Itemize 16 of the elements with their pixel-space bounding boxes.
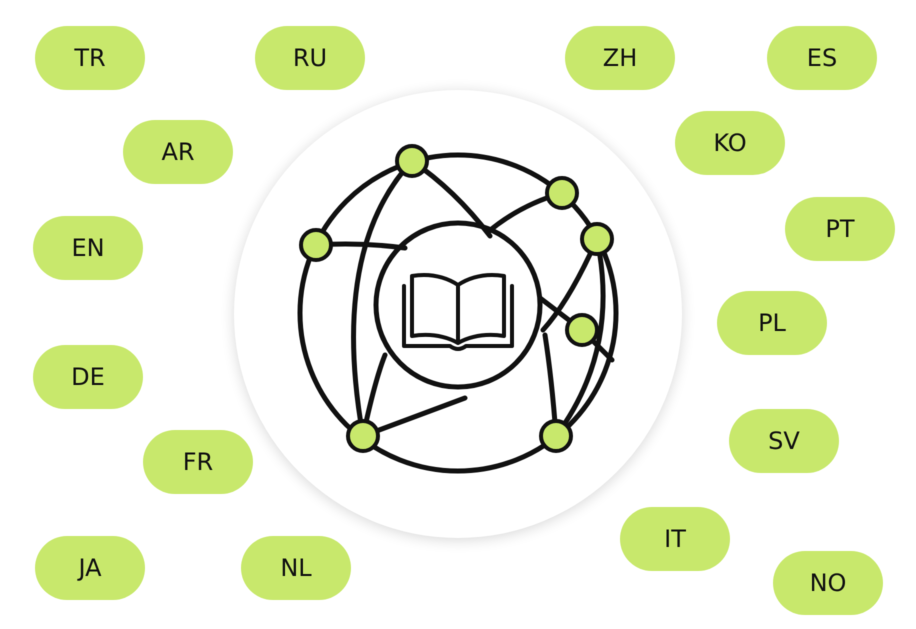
language-pill: RU <box>255 26 365 90</box>
language-pill: ZH <box>565 26 675 90</box>
language-pill: KO <box>675 111 785 175</box>
language-pill: EN <box>33 216 143 280</box>
language-pill: PT <box>785 197 895 261</box>
language-pill: JA <box>35 536 145 600</box>
language-pill: NO <box>773 551 883 615</box>
language-pill: PL <box>717 291 827 355</box>
language-pill: SV <box>729 409 839 473</box>
language-pill: FR <box>143 430 253 494</box>
language-pill: AR <box>123 120 233 184</box>
language-pill: DE <box>33 345 143 409</box>
language-pill: NL <box>241 536 351 600</box>
language-pill: IT <box>620 507 730 571</box>
language-pill: ES <box>767 26 877 90</box>
language-pill: TR <box>35 26 145 90</box>
